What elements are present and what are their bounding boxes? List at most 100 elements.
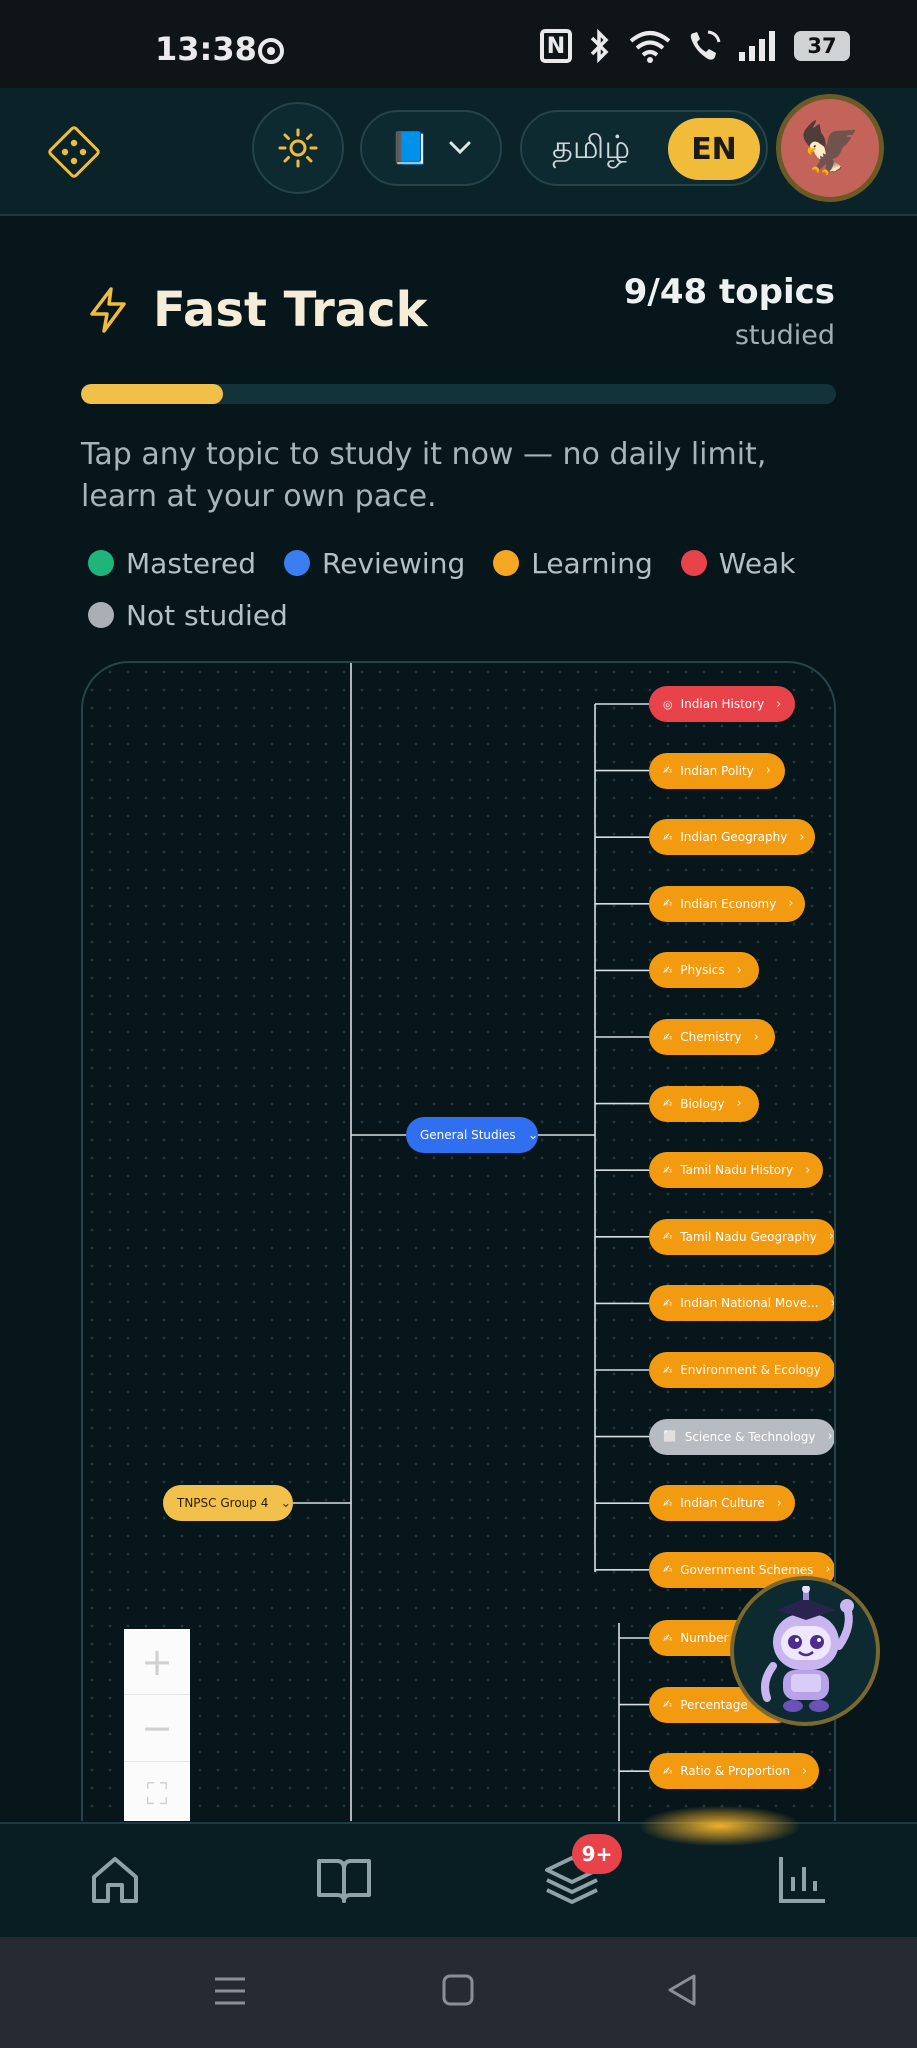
topic-status-icon: ✍ <box>663 830 673 844</box>
topic-status-icon: ✍ <box>663 1163 673 1177</box>
chevron-right-icon: › <box>801 1763 808 1779</box>
theme-toggle-button[interactable] <box>252 102 344 194</box>
legend-item: Weak <box>680 545 796 581</box>
wifi-icon <box>629 31 671 63</box>
chevron-right-icon: › <box>827 1429 833 1445</box>
nav-learn-button[interactable] <box>312 1848 376 1912</box>
recents-menu-icon[interactable] <box>212 1973 248 2009</box>
chevron-right-icon: › <box>736 962 742 978</box>
topic-label: Science & Technology <box>684 1429 816 1444</box>
zoom-controls: + − ⛶ <box>124 1629 190 1821</box>
topic-status-icon: ◎ <box>663 697 673 711</box>
subject-selector-button[interactable]: 📘 <box>360 110 502 186</box>
mindmap-connectors <box>293 663 649 1821</box>
topic-node[interactable]: ✍Tamil Nadu Geography› <box>649 1218 834 1255</box>
legend-label: Mastered <box>126 546 257 580</box>
topic-node[interactable]: ◎ Indian History › <box>649 686 795 722</box>
topic-status-icon: ✍ <box>663 963 673 977</box>
topic-node[interactable]: ✍Tamil Nadu History› <box>649 1152 823 1189</box>
topic-label: Indian Economy <box>680 896 777 911</box>
legend-label: Not studied <box>126 598 288 632</box>
chevron-right-icon: › <box>799 829 805 845</box>
topic-node[interactable]: ✍Indian Geography› <box>649 819 815 856</box>
chevron-down-icon <box>449 141 471 155</box>
chevron-right-icon: › <box>825 1562 831 1578</box>
chevron-right-icon: › <box>830 1295 836 1311</box>
topic-label: Biology <box>680 1096 725 1111</box>
topic-label: Indian Polity <box>680 763 754 778</box>
chevron-right-icon: › <box>765 763 771 779</box>
language-option-english[interactable]: EN <box>668 118 760 180</box>
nfc-icon: N <box>540 29 572 63</box>
chevron-down-icon: ⌄ <box>527 1127 539 1143</box>
fit-view-button[interactable]: ⛶ <box>146 1776 168 1812</box>
legend-label: Weak <box>718 546 796 580</box>
topic-node[interactable]: ✍Environment & Ecology› <box>649 1352 834 1388</box>
aptitude-topic-node[interactable]: ✍Ratio & Proportion› <box>649 1753 819 1790</box>
system-navigation-bar <box>0 1937 917 2048</box>
chevron-right-icon: › <box>776 1495 782 1511</box>
chevron-right-icon: › <box>753 1029 759 1045</box>
topic-node[interactable]: ✍Chemistry› <box>649 1019 775 1055</box>
book-icon: 📘 <box>390 129 430 167</box>
topic-node[interactable]: ✍Indian National Move...› <box>649 1285 836 1322</box>
legend-dot <box>284 550 311 576</box>
legend-dot <box>493 550 520 576</box>
zoom-in-button[interactable]: + <box>124 1629 190 1696</box>
legend-item: Learning <box>493 545 653 581</box>
avatar[interactable]: 🦅 <box>776 94 884 202</box>
bluetooth-icon <box>590 28 609 64</box>
lightning-icon <box>90 287 126 333</box>
zoom-out-button[interactable]: − <box>124 1695 190 1762</box>
topic-label: Physics <box>680 963 725 978</box>
topic-label: Chemistry <box>680 1030 742 1044</box>
status-icons: N 37 <box>540 26 850 66</box>
topic-mindmap[interactable]: TNPSC Group 4⌄ General Studies ⌄ ◎ Indian Hi… <box>81 661 836 1821</box>
nav-home-button[interactable] <box>83 1848 147 1912</box>
topic-label: Indian History <box>680 697 765 711</box>
progress-bar-fill <box>81 384 223 404</box>
legend-dot <box>88 602 114 628</box>
topic-node[interactable]: ✍Indian Culture› <box>649 1485 795 1522</box>
home-square-icon[interactable] <box>441 1973 475 2007</box>
topic-status-icon: ✍ <box>663 1698 673 1712</box>
legend-item: Not studied <box>88 597 288 633</box>
status-bar: 13:38 N 37 <box>0 0 917 88</box>
page-title: Fast Track <box>153 282 428 338</box>
topic-label: Number <box>680 1631 729 1645</box>
topic-node[interactable]: ✍Biology› <box>649 1085 759 1122</box>
chevron-right-icon: › <box>776 696 782 712</box>
topic-status-icon: ⬜ <box>663 1430 677 1444</box>
topic-node[interactable]: ✍Government Schemes› <box>649 1551 834 1588</box>
chevron-right-icon: › <box>805 1162 811 1178</box>
topic-status-icon: ✍ <box>663 897 673 911</box>
topic-status-icon: ✍ <box>663 1097 673 1111</box>
topic-status-icon: ✍ <box>663 1563 673 1577</box>
legend-label: Reviewing <box>322 546 466 580</box>
wifi-call-icon <box>690 30 721 60</box>
mindmap-branch-general-studies[interactable]: General Studies ⌄ <box>406 1117 539 1153</box>
signal-icon <box>739 31 775 61</box>
topic-status-icon: ✍ <box>663 764 673 778</box>
topic-node[interactable]: ✍ Indian Economy › <box>649 885 805 922</box>
topic-node[interactable]: ✍ Physics › <box>649 952 759 989</box>
robot-mascot-icon <box>761 1586 854 1712</box>
mindmap-root-node[interactable]: TNPSC Group 4⌄ <box>163 1485 293 1521</box>
language-toggle[interactable]: தமிழ் EN <box>520 110 768 186</box>
status-time: 13:38 <box>155 30 257 68</box>
app-logo-icon[interactable] <box>46 124 102 180</box>
mascot-assistant-button[interactable] <box>730 1576 880 1726</box>
topic-node[interactable]: ⬜ Science & Technology › <box>649 1418 834 1455</box>
active-tab-glow <box>640 1806 800 1846</box>
bar-chart-icon <box>779 1857 825 1903</box>
chevron-right-icon: › <box>788 896 794 912</box>
language-option-tamil[interactable]: தமிழ் <box>552 128 631 166</box>
back-triangle-icon[interactable] <box>666 1973 698 2007</box>
topic-node[interactable]: ✍ Indian Polity › <box>649 752 785 789</box>
topic-label: Indian Culture <box>680 1496 765 1511</box>
topic-label: General Studies <box>420 1128 516 1142</box>
topic-label: Indian National Move... <box>680 1296 819 1311</box>
sun-icon <box>278 128 318 168</box>
nav-stats-button[interactable] <box>770 1848 834 1912</box>
